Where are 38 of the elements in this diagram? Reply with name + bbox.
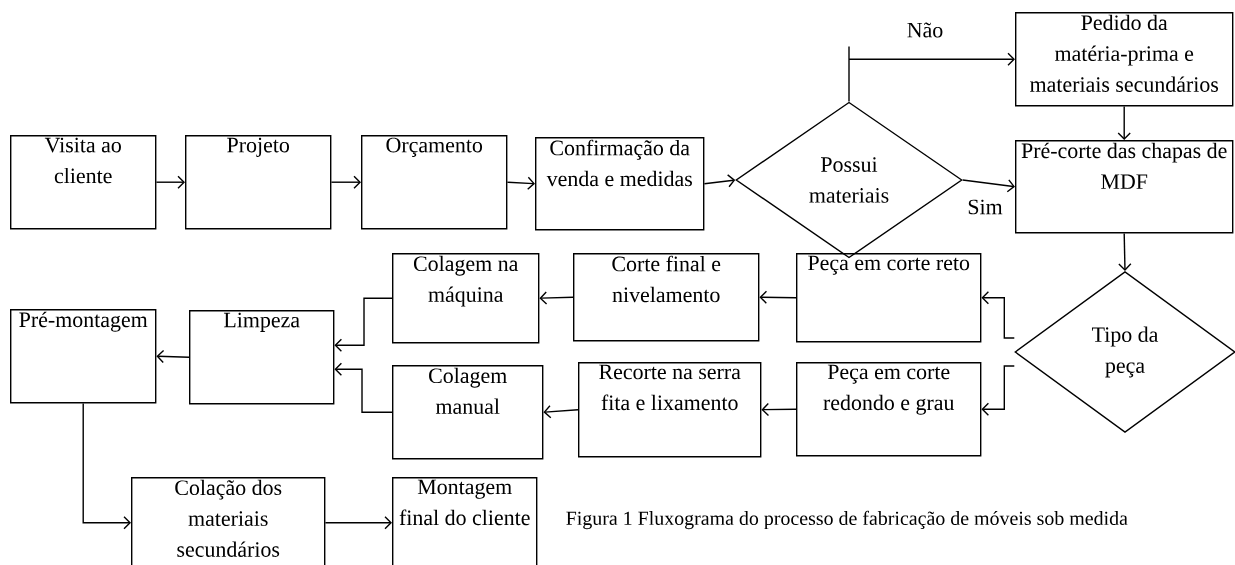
arrow bbox=[539, 291, 574, 305]
arrow bbox=[82, 402, 131, 530]
arrow bbox=[761, 402, 797, 417]
edge-label: Não bbox=[907, 22, 943, 38]
arrow bbox=[155, 175, 185, 189]
process-box: Colagem manual bbox=[392, 365, 544, 460]
arrow bbox=[156, 349, 190, 364]
arrow bbox=[703, 174, 736, 188]
edge-label: Sim bbox=[968, 199, 1003, 215]
arrow bbox=[1118, 232, 1132, 271]
process-box: Pré-corte das chapas de MDF bbox=[1015, 140, 1234, 234]
arrow bbox=[506, 176, 535, 190]
process-box: Colagem na máquina bbox=[392, 253, 540, 344]
process-box: Orçamento bbox=[361, 135, 508, 230]
process-box: Recorte na serra fita e lixamento bbox=[578, 362, 762, 458]
arrow bbox=[981, 291, 1015, 339]
process-box: Confirmação da venda e medidas bbox=[535, 137, 705, 231]
process-box: Visita ao cliente bbox=[10, 135, 157, 230]
process-box: Projeto bbox=[185, 135, 332, 230]
arrow bbox=[848, 45, 1015, 103]
process-box: Corte final e nivelamento bbox=[573, 253, 760, 342]
arrow bbox=[324, 516, 392, 530]
arrow bbox=[543, 405, 579, 419]
arrow bbox=[330, 175, 361, 189]
process-box: Limpeza bbox=[189, 310, 335, 405]
arrow bbox=[981, 365, 1015, 416]
arrow bbox=[334, 297, 393, 352]
process-box: Montagem final do cliente bbox=[392, 477, 538, 565]
arrow bbox=[962, 179, 1015, 193]
arrow bbox=[759, 290, 797, 304]
process-box: Pré-montagem bbox=[10, 309, 157, 404]
process-box: Pedido da matéria-prima e materiais secundários bbox=[1015, 12, 1234, 107]
process-box: Colação dos materiais secundários bbox=[131, 477, 326, 565]
arrow bbox=[334, 362, 393, 413]
process-box: Peça em corte reto bbox=[796, 253, 982, 343]
process-box: Peça em corte redondo e grau bbox=[796, 362, 982, 457]
figure-caption: Figura 1 Fluxograma do processo de fabricação de móveis sob medida bbox=[566, 510, 1128, 530]
arrow bbox=[1117, 105, 1131, 140]
